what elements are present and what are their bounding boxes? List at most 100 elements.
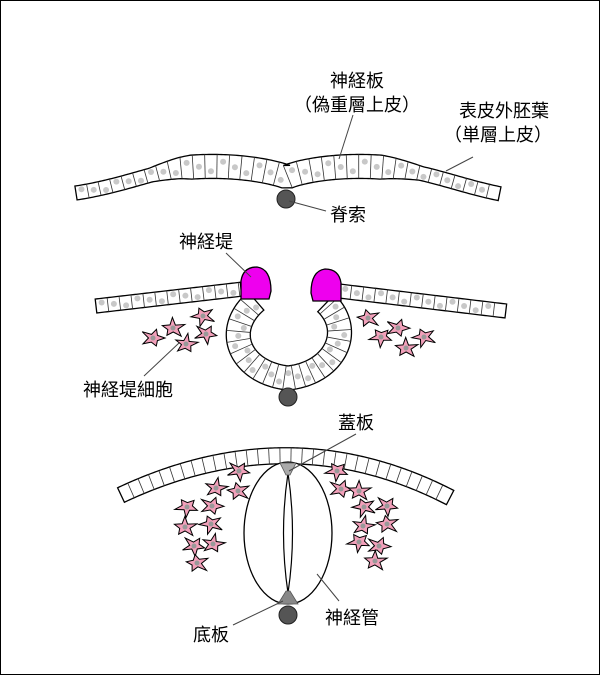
cell-border — [322, 449, 326, 466]
cell-border — [154, 292, 157, 307]
cell-border — [404, 161, 409, 180]
label-neural-crest: 神経堤 — [179, 232, 233, 253]
cell-border — [252, 358, 266, 380]
cell-nucleus — [268, 371, 275, 378]
cell-border — [236, 349, 256, 365]
cell-border — [137, 478, 145, 494]
cell-border — [301, 448, 303, 465]
neural-crest-cell — [173, 514, 199, 537]
epidermis-left — [94, 281, 243, 314]
epithelium-layers — [74, 153, 508, 506]
cell-border — [416, 165, 421, 181]
neural-crest-cell — [184, 553, 210, 573]
cell-nucleus — [160, 168, 167, 175]
neural-crest-cell — [344, 533, 371, 554]
cell-nucleus — [240, 324, 247, 331]
cell-nucleus — [235, 332, 242, 339]
cell-nucleus — [231, 164, 238, 171]
neural-crest-cell — [225, 481, 251, 501]
neural-crest-cell — [227, 462, 252, 483]
leader-epidermal — [445, 156, 474, 172]
cell-nucleus — [232, 343, 239, 350]
cell-nucleus — [194, 294, 201, 301]
cell-border — [311, 448, 315, 465]
cell-border — [381, 155, 384, 180]
leader-neural-plate — [338, 114, 354, 160]
cell-nucleus — [243, 307, 250, 314]
cell-border — [450, 175, 456, 189]
cell-border — [212, 455, 217, 472]
cell-nucleus — [294, 373, 301, 380]
cell-nucleus — [78, 186, 85, 193]
cell-border — [421, 293, 424, 308]
cell-nucleus — [373, 163, 380, 170]
cell-nucleus — [125, 178, 132, 185]
cell-nucleus — [123, 302, 130, 309]
cell-border — [245, 449, 249, 466]
cell-border — [462, 178, 467, 192]
label-epidermal-ectoderm-sub: （単層上皮） — [444, 125, 552, 146]
cell-border — [169, 466, 175, 483]
cell-nucleus — [433, 171, 440, 178]
neural-crest-cell — [194, 325, 219, 346]
neural-crest-cell — [328, 479, 355, 499]
cell-border — [106, 297, 110, 312]
cell-nucleus — [472, 307, 479, 314]
cell-nucleus — [134, 295, 141, 302]
neural-crest-cell — [347, 479, 373, 501]
cell-border — [130, 294, 133, 309]
neural-crest-cell — [189, 307, 215, 328]
neural-crest-cell — [374, 514, 400, 534]
label-epidermal-ectoderm: 表皮外胚葉 — [459, 101, 549, 122]
cell-nucleus — [195, 163, 202, 170]
cell-border — [474, 181, 479, 196]
cell-border — [375, 460, 381, 477]
cell-border — [178, 289, 181, 304]
cell-border — [190, 460, 196, 477]
neural-crest-cell — [394, 335, 420, 358]
cell-border — [320, 156, 325, 181]
cell-border — [86, 184, 90, 198]
neural-fold — [225, 290, 353, 391]
cell-border — [250, 157, 255, 182]
cell-border — [397, 291, 400, 306]
cell-nucleus — [413, 294, 420, 301]
cell-border — [290, 365, 296, 390]
cell-border — [456, 298, 460, 313]
cell-nucleus — [331, 323, 338, 330]
cell-border — [282, 365, 287, 390]
neural-crest-cell — [367, 329, 393, 350]
label-neural-tube: 神経管 — [325, 608, 379, 629]
neural-crest-cell — [349, 498, 376, 519]
cell-border — [240, 299, 259, 316]
roof-plate — [279, 462, 297, 476]
cell-border — [433, 295, 436, 310]
cell-nucleus — [455, 183, 462, 190]
label-neural-crest-cells: 神経堤細胞 — [83, 380, 173, 401]
cell-border — [127, 482, 135, 498]
cell-border — [324, 342, 348, 354]
cell-border — [321, 348, 342, 363]
cell-border — [492, 302, 496, 317]
cell-border — [326, 336, 351, 342]
cell-border — [345, 154, 348, 179]
cell-border — [405, 471, 413, 487]
cell-nucleus — [183, 159, 190, 166]
cell-nucleus — [449, 298, 456, 305]
neural-crest-cell — [375, 496, 399, 518]
cell-nucleus — [341, 332, 348, 339]
neural-crest-cell — [160, 315, 187, 338]
neural-crest-cell — [351, 514, 378, 535]
cell-nucleus — [314, 171, 321, 178]
cell-nucleus — [444, 177, 451, 184]
neural-crest-cell — [204, 476, 231, 497]
cell-border — [373, 288, 376, 303]
cell-border — [268, 448, 270, 465]
cell-nucleus — [325, 160, 332, 167]
cell-border — [109, 178, 114, 193]
leader-crest-cells — [143, 342, 180, 377]
cell-border — [227, 154, 230, 179]
cell-border — [234, 451, 238, 468]
cell-border — [311, 357, 326, 378]
cell-border — [349, 285, 353, 300]
